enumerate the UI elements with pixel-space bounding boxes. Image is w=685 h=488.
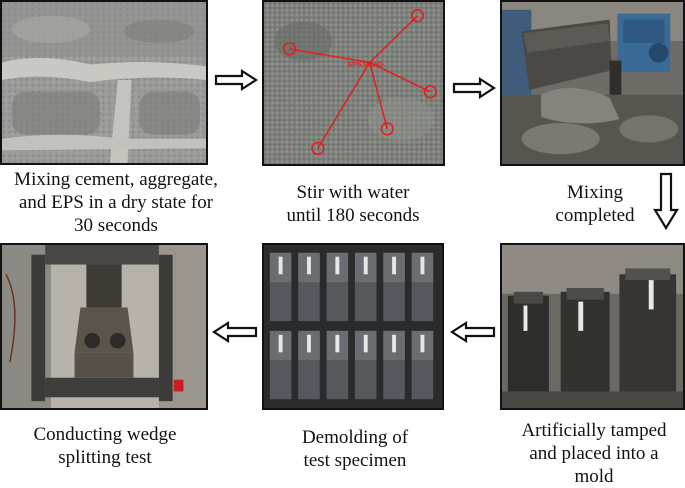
specimen-label-strip [420, 256, 425, 275]
photo-mixing-completed [500, 0, 685, 166]
specimen-label-strip [392, 334, 397, 353]
specimen-label-strip [278, 334, 283, 353]
caption-stir-water: Stir with water until 180 seconds [286, 182, 420, 226]
arrow-right-icon-1 [214, 69, 258, 91]
photo-tamped-mold [500, 243, 685, 410]
caption-demolding: Demolding of test specimen [301, 427, 409, 471]
specimen-label-strip [392, 256, 397, 275]
specimen-label-strip [335, 334, 340, 353]
photo-wedge-test [0, 243, 208, 410]
specimen-label-strip [307, 256, 311, 275]
specimen-label-strip [278, 256, 283, 275]
caption-wedge-test: Conducting wedge splitting test [33, 424, 177, 468]
photo-dry-mix [0, 0, 208, 165]
photo-annotation-label: EPS BEAD [348, 61, 383, 68]
photo-demolding [262, 243, 444, 410]
specimen-label-strip [363, 334, 368, 353]
specimen-label-strip [420, 334, 425, 353]
caption-tamped-mold: Artificially tamped and placed into a mo… [521, 420, 667, 487]
specimen-label-strip [307, 334, 311, 353]
arrow-left-icon-1 [450, 321, 496, 343]
arrow-down-icon [653, 172, 679, 230]
arrow-left-icon-2 [212, 321, 258, 343]
specimen-label-strip [335, 256, 340, 275]
specimen-label-strip [363, 256, 368, 275]
arrow-right-icon-2 [452, 77, 496, 99]
caption-mixing-completed: Mixing completed [555, 182, 635, 226]
photo-stir-water: EPS BEAD [262, 0, 445, 166]
caption-dry-mix: Mixing cement, aggregate, and EPS in a d… [14, 169, 218, 236]
